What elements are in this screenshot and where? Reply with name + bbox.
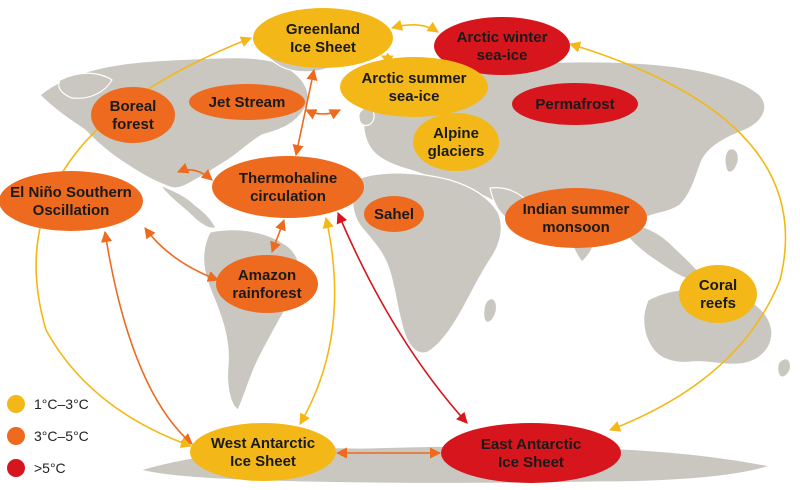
arrow-greenland-to-thermohaline bbox=[292, 68, 318, 157]
legend-swatch-mid bbox=[7, 427, 25, 445]
node-coral-label: reefs bbox=[700, 295, 736, 312]
node-greenland-ellipse bbox=[253, 8, 393, 68]
legend-item-high: >5°C bbox=[7, 459, 66, 477]
node-coral-label: Coral bbox=[699, 277, 737, 294]
node-arctic-summer-ellipse bbox=[340, 57, 488, 117]
node-sahel-ellipse bbox=[364, 196, 424, 232]
node-enso-ellipse bbox=[0, 171, 143, 231]
node-amazon-label: rainforest bbox=[232, 285, 301, 302]
node-amazon-label: Amazon bbox=[238, 267, 296, 284]
arrow-arctic-winter-to-east-antarctic bbox=[568, 41, 787, 432]
node-west-antarctic-label: West Antarctic bbox=[211, 435, 315, 452]
legend-label-low: 1°C–3°C bbox=[34, 396, 89, 412]
landmass-new-zealand bbox=[777, 358, 792, 378]
node-indian-monsoon-label: Indian summer bbox=[523, 201, 630, 218]
node-greenland-label: Greenland bbox=[286, 21, 360, 38]
node-boreal-label: Boreal bbox=[110, 98, 157, 115]
legend-label-high: >5°C bbox=[34, 460, 66, 476]
node-jet-stream-ellipse bbox=[189, 84, 305, 120]
landmass-alaska bbox=[58, 72, 113, 99]
landmass-africa bbox=[352, 172, 502, 354]
arrow-jet-stream-to-arctic-summer bbox=[304, 109, 342, 120]
arrow-greenland-to-arctic-winter bbox=[390, 19, 439, 33]
node-alpine-ellipse bbox=[413, 113, 499, 171]
node-enso-label: El Niño Southern bbox=[10, 184, 132, 201]
node-indian-monsoon-ellipse bbox=[505, 188, 647, 248]
landmass-japan bbox=[724, 148, 739, 173]
node-arctic-winter-label: sea-ice bbox=[477, 47, 528, 64]
legend: 1°C–3°C 3°C–5°C >5°C bbox=[7, 395, 89, 477]
legend-swatch-high bbox=[7, 459, 25, 477]
node-greenland-label: Ice Sheet bbox=[290, 39, 356, 56]
node-indian-monsoon-label: monsoon bbox=[542, 219, 610, 236]
node-enso-label: Oscillation bbox=[33, 202, 110, 219]
node-arctic-winter-ellipse bbox=[434, 17, 570, 75]
landmass-madagascar bbox=[483, 298, 498, 323]
node-thermohaline-ellipse bbox=[212, 156, 364, 218]
node-permafrost-label: Permafrost bbox=[535, 96, 614, 113]
node-east-antarctic-ellipse bbox=[441, 423, 621, 483]
node-permafrost-ellipse bbox=[512, 83, 638, 125]
node-thermohaline-label: Thermohaline bbox=[239, 170, 337, 187]
arrow-enso-to-west-antarctic bbox=[101, 230, 193, 445]
node-thermohaline-label: circulation bbox=[250, 188, 326, 205]
node-permafrost: Permafrost bbox=[512, 83, 638, 125]
node-amazon-ellipse bbox=[216, 255, 318, 313]
legend-swatch-low bbox=[7, 395, 25, 413]
landmass-central-america bbox=[158, 183, 217, 229]
node-arctic-summer-label: sea-ice bbox=[389, 88, 440, 105]
node-arctic-winter-label: Arctic winter bbox=[457, 29, 548, 46]
node-east-antarctic-label: East Antarctic bbox=[481, 436, 581, 453]
node-sahel-label: Sahel bbox=[374, 206, 414, 223]
arrow-thermohaline-to-west-antarctic bbox=[299, 216, 336, 425]
node-alpine-label: glaciers bbox=[428, 143, 485, 160]
node-east-antarctic-label: Ice Sheet bbox=[498, 454, 564, 471]
node-sahel: Sahel bbox=[364, 196, 424, 232]
node-jet-stream: Jet Stream bbox=[189, 84, 305, 120]
arrow-thermohaline-to-amazon bbox=[270, 218, 286, 254]
node-coral-ellipse bbox=[679, 265, 757, 323]
node-alpine-label: Alpine bbox=[433, 125, 479, 142]
node-arctic-summer-label: Arctic summer bbox=[361, 70, 466, 87]
node-west-antarctic-label: Ice Sheet bbox=[230, 453, 296, 470]
node-west-antarctic-ellipse bbox=[190, 423, 336, 481]
node-boreal-ellipse bbox=[91, 87, 175, 143]
legend-item-low: 1°C–3°C bbox=[7, 395, 89, 413]
node-boreal-label: forest bbox=[112, 116, 154, 133]
legend-item-mid: 3°C–5°C bbox=[7, 427, 89, 445]
legend-label-mid: 3°C–5°C bbox=[34, 428, 89, 444]
arrow-thermohaline-to-east-antarctic bbox=[336, 211, 468, 424]
node-jet-stream-label: Jet Stream bbox=[209, 94, 286, 111]
